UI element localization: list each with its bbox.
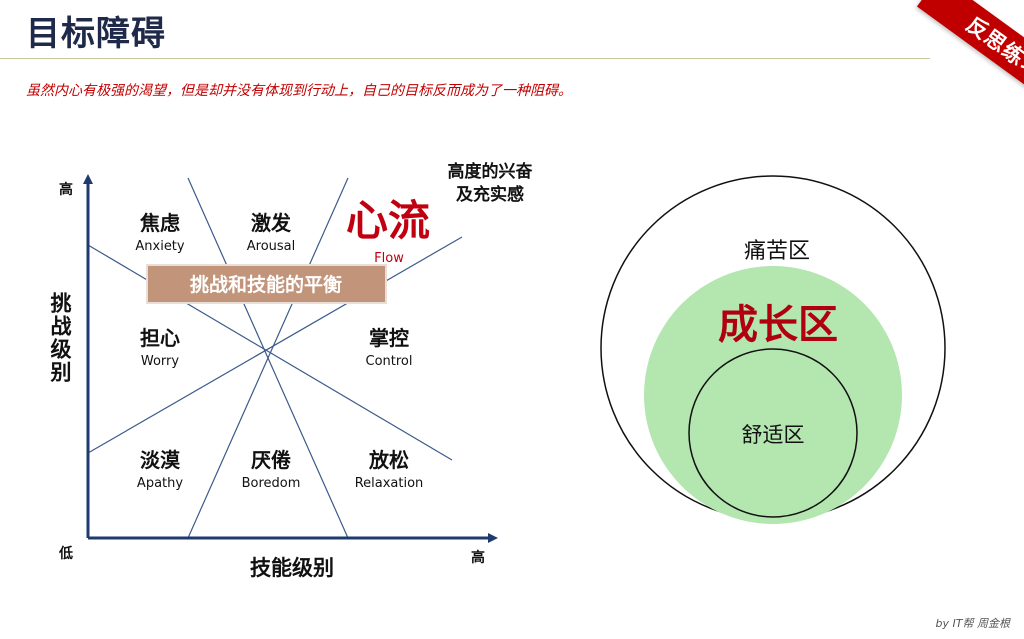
middle-zone-label: 成长区 — [718, 302, 838, 348]
flow-label-cn: 心流 — [346, 196, 430, 245]
inner-zone-label: 舒适区 — [742, 423, 805, 447]
subtitle: 虽然内心有极强的渴望，但是却并没有体现到行动上，自己的目标反而成为了一种阻碍。 — [26, 83, 572, 99]
outer-zone-label: 痛苦区 — [744, 239, 810, 264]
x-axis-title: 技能级别 — [250, 556, 334, 580]
inner-zone-circle — [688, 348, 858, 518]
title-divider — [0, 58, 930, 59]
zone-worry-cn: 担心 — [140, 326, 180, 350]
balance-banner-text: 挑战和技能的平衡 — [190, 273, 342, 296]
zone-relaxation-cn: 放松 — [368, 448, 409, 472]
zone-arousal: 激发 Arousal — [247, 211, 296, 254]
zone-anxiety: 焦虑 Anxiety — [135, 211, 185, 254]
zone-anxiety-en: Anxiety — [135, 239, 185, 254]
y-axis-title: 挑战级别 — [48, 292, 73, 384]
y-high-label: 高 — [59, 181, 73, 198]
zone-apathy-en: Apathy — [137, 476, 183, 491]
divider-line — [187, 177, 349, 539]
zone-worry: 担心 Worry — [140, 326, 180, 369]
flow-note-line1: 高度的兴奋 — [448, 161, 534, 182]
zone-apathy-cn: 淡漠 — [140, 448, 181, 472]
zone-boredom: 厌倦 Boredom — [242, 448, 301, 491]
divider-line — [87, 236, 463, 454]
zone-arousal-en: Arousal — [247, 239, 296, 254]
zone-apathy: 淡漠 Apathy — [137, 448, 183, 491]
zone-worry-en: Worry — [141, 354, 180, 369]
zone-control-en: Control — [366, 354, 413, 369]
zone-anxiety-cn: 焦虑 — [140, 211, 180, 235]
origin-low-label: 低 — [58, 545, 73, 562]
balance-banner-bg — [146, 264, 387, 304]
zone-control: 掌控 Control — [366, 326, 413, 369]
zone-boredom-cn: 厌倦 — [251, 448, 291, 472]
flow-note-line2: 及充实感 — [456, 184, 524, 205]
zone-relaxation-en: Relaxation — [355, 476, 424, 491]
footer-credit: by IT帮 周金根 — [935, 617, 1010, 630]
flow-label-en: Flow — [374, 251, 404, 266]
zone-arousal-cn: 激发 — [251, 211, 292, 235]
zone-control-cn: 掌控 — [369, 326, 409, 350]
zone-boredom-en: Boredom — [242, 476, 301, 491]
x-high-label: 高 — [471, 549, 485, 566]
zone-relaxation: 放松 Relaxation — [355, 448, 424, 491]
page-title: 目标障碍 — [26, 14, 166, 54]
